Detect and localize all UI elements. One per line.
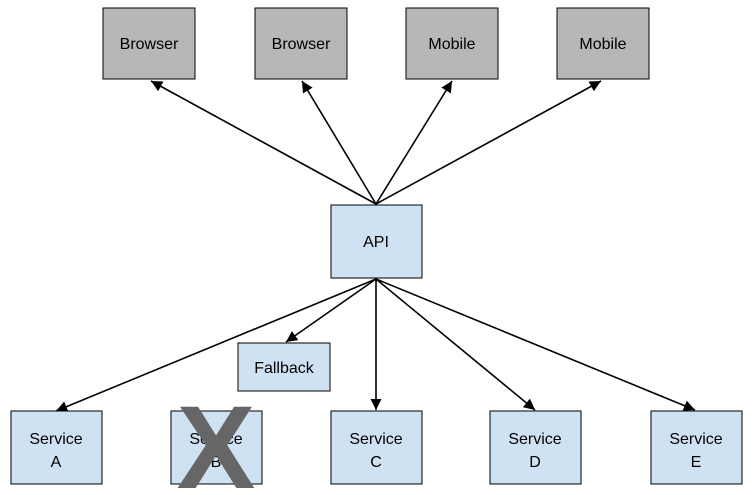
api-label: API [363,234,389,251]
client-node-browser-1: Browser [102,7,196,80]
service-c-label-line1: Service [349,431,402,448]
client-node-mobile-2: Mobile [556,7,650,80]
fallback-label: Fallback [254,360,315,377]
service-a-label-line1: Service [29,431,82,448]
service-e-label-line1: Service [669,431,722,448]
client-label-browser-2: Browser [272,36,331,53]
service-d-label-line1: Service [508,431,561,448]
client-node-mobile-1: Mobile [405,7,499,80]
service-d-label-line2: D [529,454,541,471]
edge-api-to-browser-2 [301,80,377,205]
service-node-e: Service E [650,410,743,485]
client-label-mobile-1: Mobile [428,36,475,53]
service-node-b: Service B [170,410,263,485]
edges-to-services [55,278,696,412]
client-label-mobile-2: Mobile [579,36,626,53]
edges-to-clients [150,80,602,205]
edge-api-to-mobile-2 [375,80,602,205]
edge-api-to-service-d [375,278,536,411]
service-b-label-line2: B [211,454,222,471]
service-node-c: Service C [330,410,423,485]
service-node-d: Service D [489,410,582,485]
edge-api-to-fallback [285,278,377,343]
edge-api-to-mobile-1 [375,80,453,205]
failure-x-icon: X [177,382,256,495]
client-label-browser-1: Browser [120,36,179,53]
service-node-a: Service A [10,410,103,485]
service-a-label-line2: A [51,454,62,471]
service-c-label-line2: C [370,454,382,471]
api-node: API [330,204,423,279]
fallback-node: Fallback [237,342,331,392]
service-e-label-line2: E [691,454,702,471]
edge-api-to-browser-1 [150,80,377,205]
service-b-label-line1: Service [189,431,242,448]
client-node-browser-2: Browser [254,7,348,80]
edge-api-to-service-a [55,278,377,412]
edge-api-to-service-e [375,278,696,411]
